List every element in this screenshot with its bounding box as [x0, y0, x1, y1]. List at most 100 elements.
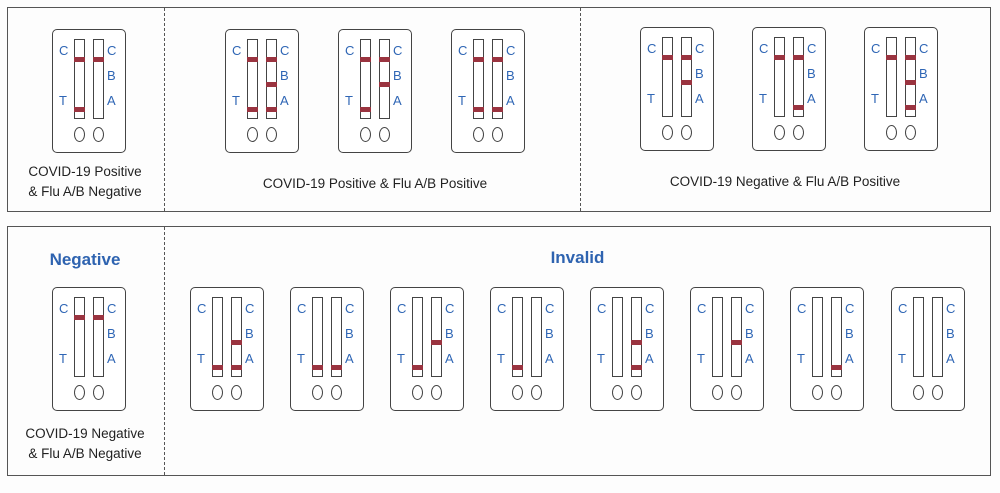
flu-test-strip	[531, 297, 542, 377]
covid-test-strip	[212, 297, 223, 377]
strip-label-c: C	[232, 43, 242, 58]
flu-test-strip	[631, 297, 642, 377]
result-line-c	[774, 55, 785, 60]
flu-test-strip	[932, 297, 943, 377]
result-line-c	[662, 55, 673, 60]
flu-test-strip	[905, 37, 916, 117]
strip-label-c: C	[297, 301, 307, 316]
result-line-c	[886, 55, 897, 60]
result-line-c	[379, 57, 390, 62]
result-line-b	[379, 82, 390, 87]
sample-well	[74, 385, 85, 400]
sample-well	[492, 127, 503, 142]
result-line-b	[266, 82, 277, 87]
caption-covid-negative-flu-negative: COVID-19 Negative & Flu A/B Negative	[25, 426, 145, 461]
result-line-c	[247, 57, 258, 62]
sample-well	[631, 385, 642, 400]
strip-label-c: C	[946, 301, 956, 316]
sample-well	[212, 385, 223, 400]
result-line-t	[312, 365, 323, 370]
result-line-c	[93, 57, 104, 62]
sample-well	[831, 385, 842, 400]
covid-test-strip	[612, 297, 623, 377]
invalid-header: Invalid	[550, 248, 605, 267]
sample-well	[681, 125, 692, 140]
sample-well	[74, 127, 85, 142]
sample-well	[512, 385, 523, 400]
strip-label-b: B	[245, 326, 254, 341]
caption-covid-negative-flu-positive: COVID-19 Negative & Flu A/B Positive	[669, 174, 901, 189]
sample-well	[662, 125, 673, 140]
strip-label-a: A	[645, 351, 654, 366]
sample-well	[712, 385, 723, 400]
negative-header: Negative	[49, 250, 121, 269]
flu-test-strip	[492, 39, 503, 119]
strip-label-t: T	[898, 351, 906, 366]
covid-test-strip	[812, 297, 823, 377]
strip-label-b: B	[107, 68, 116, 83]
strip-label-c: C	[871, 41, 881, 56]
flu-test-strip	[379, 39, 390, 119]
sample-well	[774, 125, 785, 140]
result-line-c	[93, 315, 104, 320]
strip-label-c: C	[845, 301, 855, 316]
flu-test-strip	[793, 37, 804, 117]
result-line-a	[905, 105, 916, 110]
covid-test-strip	[662, 37, 673, 117]
flu-test-strip	[831, 297, 842, 377]
strip-label-a: A	[807, 91, 816, 106]
strip-label-c: C	[107, 301, 117, 316]
result-line-b	[231, 340, 242, 345]
result-line-c	[905, 55, 916, 60]
strip-label-b: B	[280, 68, 289, 83]
strip-label-c: C	[497, 301, 507, 316]
divider	[580, 8, 581, 211]
strip-label-b: B	[445, 326, 454, 341]
sample-well	[612, 385, 623, 400]
result-line-b	[631, 340, 642, 345]
result-line-c	[473, 57, 484, 62]
strip-label-t: T	[59, 93, 67, 108]
strip-label-b: B	[845, 326, 854, 341]
strip-label-t: T	[647, 91, 655, 106]
result-line-a	[831, 365, 842, 370]
result-line-t	[512, 365, 523, 370]
sample-well	[247, 127, 258, 142]
result-line-t	[412, 365, 423, 370]
caption-covid-positive-flu-negative: COVID-19 Positive & Flu A/B Negative	[28, 164, 142, 199]
flu-test-strip	[731, 297, 742, 377]
result-line-b	[431, 340, 442, 345]
strip-label-a: A	[745, 351, 754, 366]
strip-label-c: C	[695, 41, 705, 56]
sample-well	[431, 385, 442, 400]
strip-label-c: C	[597, 301, 607, 316]
covid-test-strip	[712, 297, 723, 377]
result-line-c	[266, 57, 277, 62]
strip-label-b: B	[745, 326, 754, 341]
result-line-c	[681, 55, 692, 60]
strip-label-b: B	[345, 326, 354, 341]
flu-test-strip	[231, 297, 242, 377]
strip-label-t: T	[59, 351, 67, 366]
flu-test-strip	[681, 37, 692, 117]
sample-well	[731, 385, 742, 400]
strip-label-c: C	[59, 43, 69, 58]
covid-test-strip	[886, 37, 897, 117]
strip-label-c: C	[397, 301, 407, 316]
result-line-c	[74, 57, 85, 62]
result-line-t	[473, 107, 484, 112]
sample-well	[379, 127, 390, 142]
